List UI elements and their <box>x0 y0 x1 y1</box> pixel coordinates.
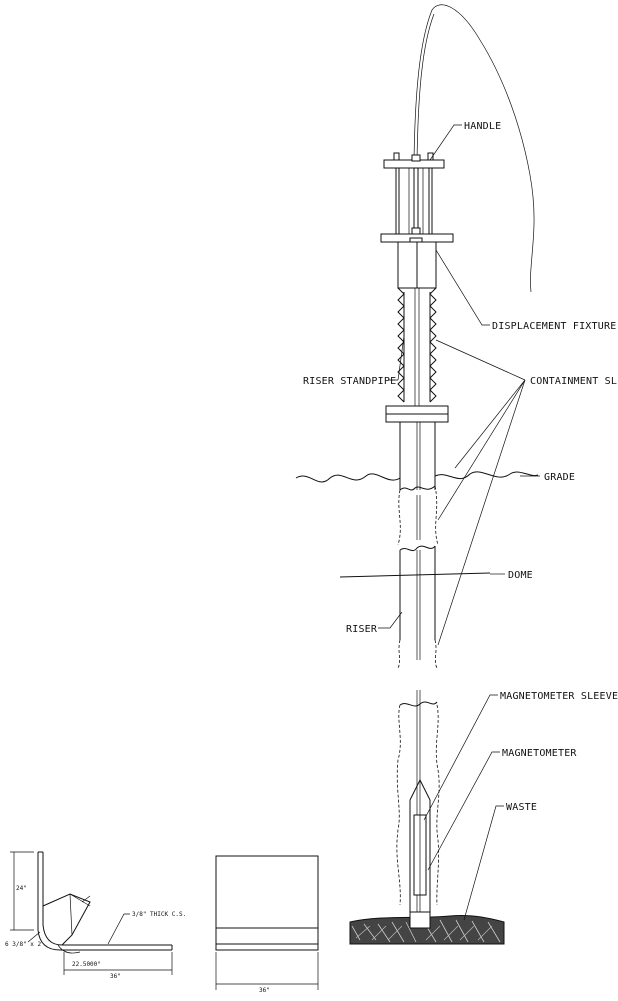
bracket-width-dim: 36" <box>110 973 121 980</box>
grade-line <box>295 471 539 483</box>
dome-label: DOME <box>508 570 533 581</box>
containment-sleeve-label: CONTAINMENT SLEEVE <box>530 376 618 387</box>
riser-lower <box>397 545 438 669</box>
handle-wire <box>413 4 535 293</box>
riser-label: RISER <box>346 624 378 635</box>
plate-width-dim: 36" <box>259 987 270 994</box>
displacement-fixture <box>380 152 454 289</box>
angle-bracket-detail <box>10 851 173 975</box>
dome-line <box>339 572 491 578</box>
riser-standpipe <box>385 287 449 423</box>
waste-label: WASTE <box>506 802 537 813</box>
plate-thickness-note: 3/8" THICK C.S. <box>132 911 186 918</box>
angle-dim-label: 22.5000° <box>72 961 101 968</box>
magnetometer-label: MAGNETOMETER <box>502 748 577 759</box>
leader-lines <box>378 124 540 921</box>
riser-standpipe-label: RISER STANDPIPE <box>303 376 396 387</box>
lower-sleeve-assembly <box>396 690 440 930</box>
gusset-dim-note: 6 3/8" x 2 <box>5 941 42 948</box>
waste-mass <box>349 911 505 945</box>
magnetometer-sleeve-label: MAGNETOMETER SLEEVE <box>500 691 618 702</box>
plate-elevation-detail <box>215 855 319 990</box>
riser-upper <box>399 422 436 491</box>
riser-break-dashed <box>397 485 439 546</box>
grade-label: GRADE <box>544 472 575 483</box>
height-dim-label: 24" <box>16 885 27 892</box>
handle-label: HANDLE <box>464 121 501 132</box>
displacement-fixture-label: DISPLACEMENT FIXTURE <box>492 321 616 332</box>
